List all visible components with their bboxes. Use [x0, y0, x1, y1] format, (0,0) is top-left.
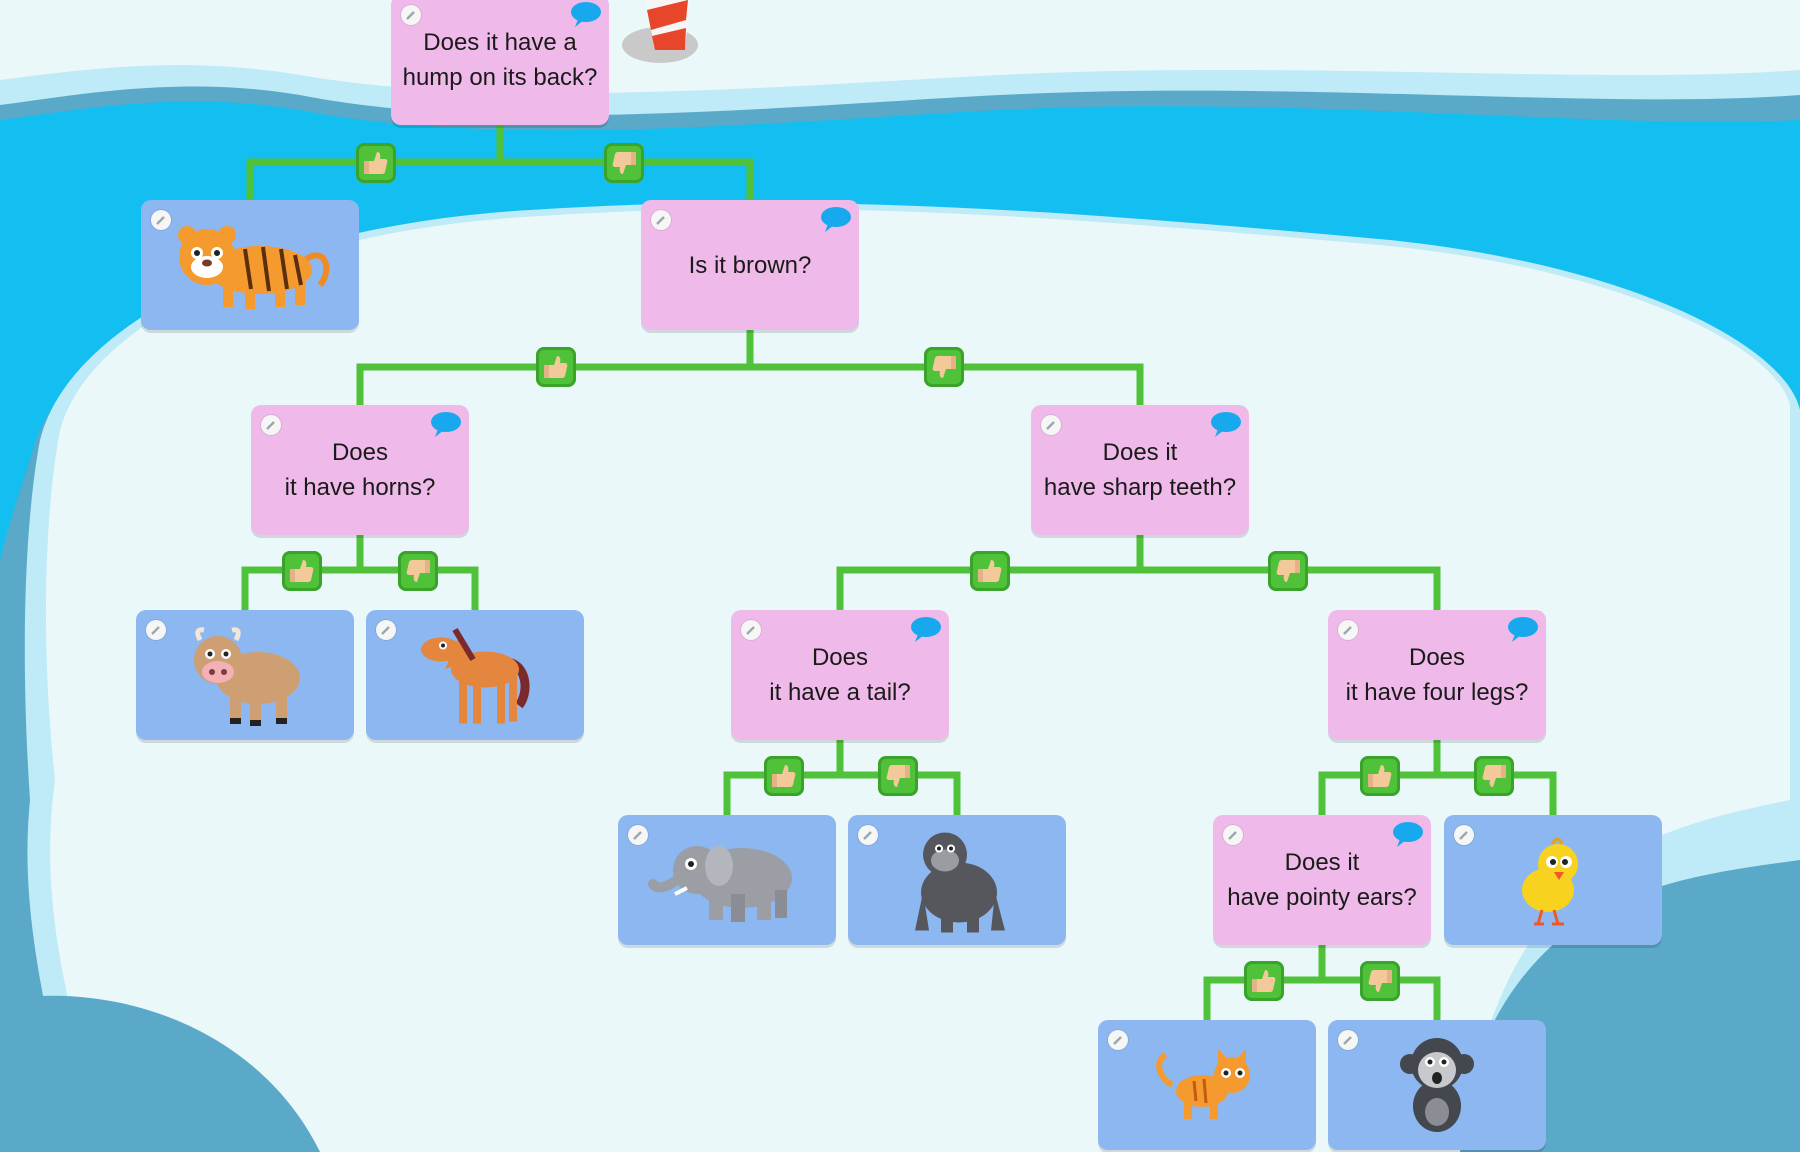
edit-icon[interactable]: [1338, 620, 1358, 640]
cat-icon: [1156, 1049, 1250, 1119]
question-text: Does it have a hump on its back?: [402, 29, 598, 91]
tiger-icon: [178, 226, 330, 309]
edit-icon[interactable]: [651, 210, 671, 230]
speech-bubble-icon[interactable]: [1209, 411, 1243, 439]
edit-icon[interactable]: [401, 5, 421, 25]
edit-icon[interactable]: [1338, 1030, 1358, 1050]
animal-card-elephant[interactable]: [618, 815, 836, 945]
animal-card-gorilla[interactable]: [848, 815, 1066, 945]
speech-bubble-icon[interactable]: [429, 411, 463, 439]
thumbs-up-icon: [356, 143, 396, 183]
speech-bubble-icon[interactable]: [569, 1, 603, 29]
question-text: Does it have pointy ears?: [1227, 849, 1417, 911]
thumbs-down-icon: [878, 756, 918, 796]
monkey-icon: [1400, 1038, 1474, 1132]
speech-bubble-icon[interactable]: [819, 206, 853, 234]
edit-icon[interactable]: [1454, 825, 1474, 845]
gorilla-icon: [915, 832, 1005, 933]
edit-icon[interactable]: [376, 620, 396, 640]
question-text: Does it have a tail?: [769, 644, 911, 706]
thumbs-up-icon: [1360, 756, 1400, 796]
thumbs-up-icon: [536, 347, 576, 387]
question-text: Does it have four legs?: [1345, 644, 1529, 706]
question-card-tail[interactable]: Does it have a tail?: [731, 610, 949, 740]
edit-icon[interactable]: [146, 620, 166, 640]
thumbs-up-icon: [970, 551, 1010, 591]
thumbs-down-icon: [1268, 551, 1308, 591]
thumbs-down-icon: [1360, 961, 1400, 1001]
thumbs-up-icon: [1244, 961, 1284, 1001]
edit-icon[interactable]: [628, 825, 648, 845]
edit-icon[interactable]: [858, 825, 878, 845]
animal-card-cow[interactable]: [136, 610, 354, 740]
edit-icon[interactable]: [1108, 1030, 1128, 1050]
edit-icon[interactable]: [1223, 825, 1243, 845]
question-text: Does it have sharp teeth?: [1043, 439, 1237, 501]
question-card-brown[interactable]: Is it brown?: [641, 200, 859, 330]
animal-card-chick[interactable]: [1444, 815, 1662, 945]
edit-icon[interactable]: [741, 620, 761, 640]
question-card-teeth[interactable]: Does it have sharp teeth?: [1031, 405, 1249, 535]
question-card-four-legs[interactable]: Does it have four legs?: [1328, 610, 1546, 740]
question-text: Is it brown?: [688, 251, 812, 279]
edit-icon[interactable]: [1041, 415, 1061, 435]
thumbs-down-icon: [1474, 756, 1514, 796]
animal-card-cat[interactable]: [1098, 1020, 1316, 1150]
question-card-horns[interactable]: Does it have horns?: [251, 405, 469, 535]
question-card-hump[interactable]: Does it have a hump on its back?: [391, 0, 609, 125]
thumbs-down-icon: [398, 551, 438, 591]
edit-icon[interactable]: [261, 415, 281, 435]
animal-card-horse[interactable]: [366, 610, 584, 740]
thumbs-down-icon: [924, 347, 964, 387]
thumbs-down-icon: [604, 143, 644, 183]
speech-bubble-icon[interactable]: [1391, 821, 1425, 849]
animal-card-tiger[interactable]: [141, 200, 359, 330]
speech-bubble-icon[interactable]: [909, 616, 943, 644]
question-card-pointy-ears[interactable]: Does it have pointy ears?: [1213, 815, 1431, 945]
elephant-icon: [648, 846, 792, 922]
edit-icon[interactable]: [151, 210, 171, 230]
speech-bubble-icon[interactable]: [1506, 616, 1540, 644]
thumbs-up-icon: [764, 756, 804, 796]
horse-icon: [421, 627, 530, 724]
question-text: Does it have horns?: [284, 439, 436, 501]
animal-card-monkey[interactable]: [1328, 1020, 1546, 1150]
cow-icon: [194, 627, 300, 726]
chick-icon: [1522, 837, 1578, 926]
thumbs-up-icon: [282, 551, 322, 591]
